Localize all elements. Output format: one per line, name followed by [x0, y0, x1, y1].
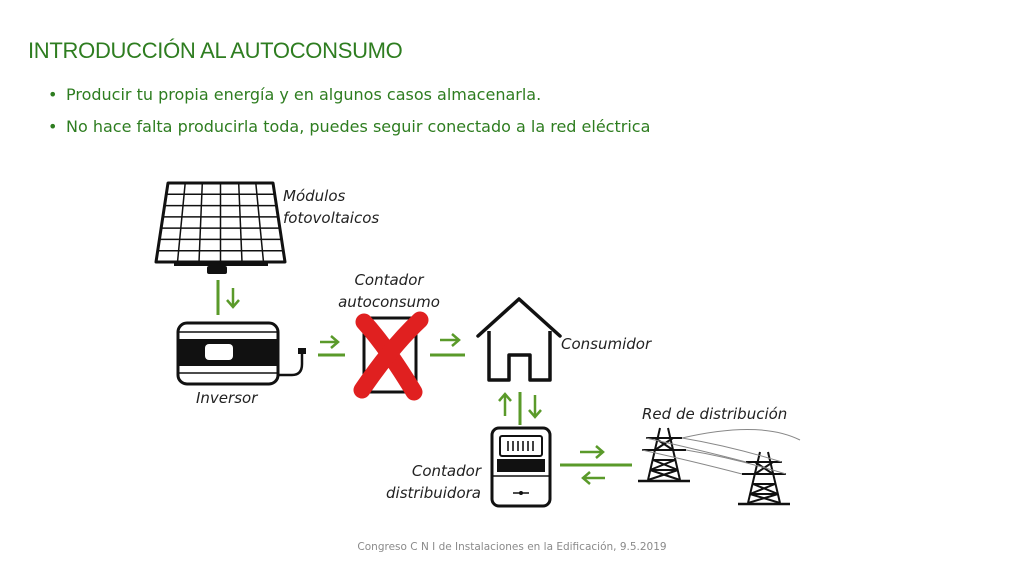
- distribution-meter-label: distribuidora: [386, 484, 481, 502]
- consumer-label: Consumidor: [561, 335, 652, 353]
- power-lines: [641, 429, 801, 475]
- self-consumption-meter-label: Contador: [354, 271, 424, 289]
- inverter-label: Inversor: [196, 389, 258, 407]
- cross-icon: [353, 311, 429, 401]
- bullet-list: Producir tu propia energía y en algunos …: [48, 84, 650, 148]
- distribution-meter-label: Contador: [412, 462, 482, 480]
- electricity-pylon-icon: [738, 451, 790, 506]
- meter-icon: [490, 426, 552, 508]
- bullet-item: No hace falta producirla toda, puedes se…: [48, 116, 650, 148]
- self-consumption-meter-label: autoconsumo: [338, 293, 440, 311]
- page-title: INTRODUCCIÓN AL AUTOCONSUMO: [28, 38, 403, 63]
- arrow-icon: [498, 392, 542, 425]
- inverter-icon: [176, 321, 306, 386]
- solar-modules-label: fotovoltaicos: [283, 209, 379, 227]
- bullet-item: Producir tu propia energía y en algunos …: [48, 84, 650, 116]
- arrow-icon: [560, 445, 632, 485]
- arrow-icon: [216, 280, 240, 315]
- house-icon: [476, 297, 562, 382]
- arrow-icon: [430, 333, 465, 357]
- distribution-grid-label: Red de distribución: [642, 405, 787, 423]
- solar-modules-label: Módulos: [283, 187, 345, 205]
- electricity-pylon-icon: [638, 427, 690, 483]
- footer-caption: Congreso C N I de Instalaciones en la Ed…: [357, 541, 667, 553]
- solar-panel-icon: [154, 181, 287, 274]
- arrow-icon: [318, 335, 345, 357]
